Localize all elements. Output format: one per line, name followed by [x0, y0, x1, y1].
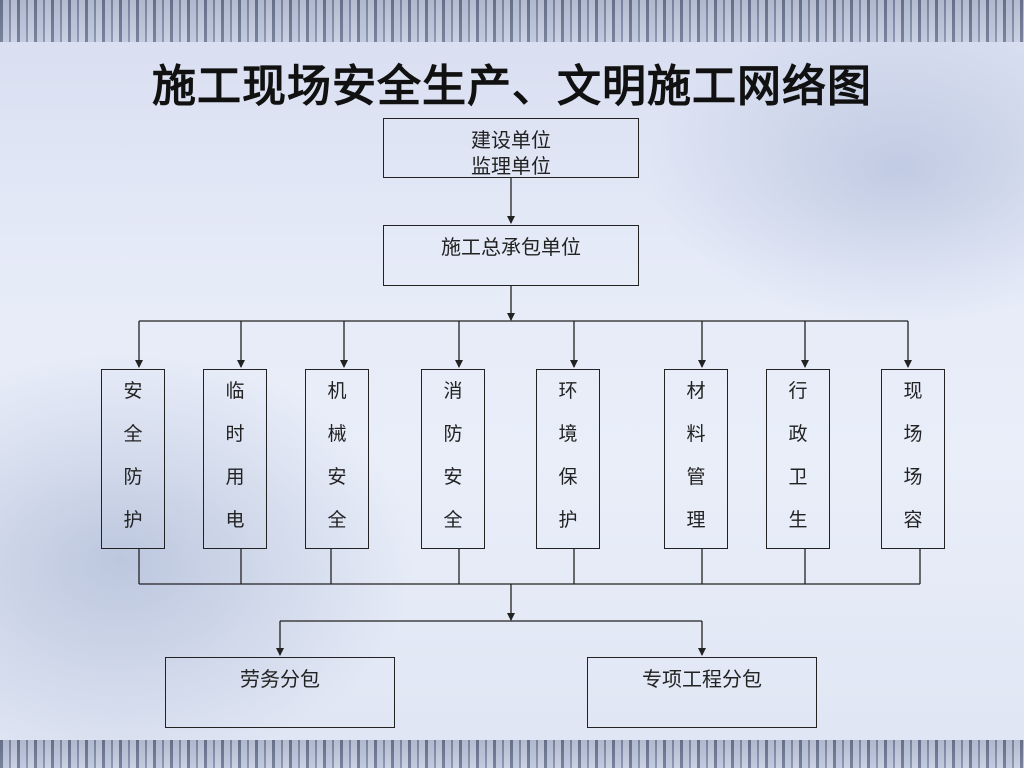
labor-subcontract-label: 劳务分包 — [240, 667, 320, 691]
dept-char: 安 — [123, 380, 143, 402]
bottom-border-decoration — [0, 740, 1024, 768]
page-title: 施工现场安全生产、文明施工网络图 — [152, 61, 872, 112]
dept-char: 电 — [225, 509, 245, 531]
dept-box-environmental-protection: 环 境 保 护 — [536, 369, 600, 549]
dept-char: 机 — [327, 380, 347, 402]
dept-char: 安 — [327, 466, 347, 488]
supervisor-unit-label: 监理单位 — [471, 154, 551, 178]
dept-char: 生 — [788, 509, 808, 531]
dept-char: 现 — [903, 380, 923, 402]
dept-char: 容 — [903, 509, 923, 531]
dept-char: 时 — [225, 423, 245, 445]
dept-box-site-appearance: 现 场 场 容 — [881, 369, 945, 549]
dept-char: 环 — [558, 380, 578, 402]
dept-char: 械 — [327, 423, 347, 445]
dept-char: 消 — [443, 380, 463, 402]
dept-char: 卫 — [788, 466, 808, 488]
dept-char: 全 — [443, 509, 463, 531]
dept-char: 理 — [686, 509, 706, 531]
dept-box-temporary-power: 临 时 用 电 — [203, 369, 267, 549]
dept-box-administrative-hygiene: 行 政 卫 生 — [766, 369, 830, 549]
dept-char: 场 — [903, 466, 923, 488]
dept-char: 境 — [558, 423, 578, 445]
general-contractor-label: 施工总承包单位 — [441, 235, 581, 259]
dept-char: 防 — [123, 466, 143, 488]
dept-char: 保 — [558, 466, 578, 488]
dept-box-safety-protection: 安 全 防 护 — [101, 369, 165, 549]
dept-char: 场 — [903, 423, 923, 445]
special-subcontract-box: 专项工程分包 — [587, 657, 817, 728]
dept-box-machinery-safety: 机 械 安 全 — [305, 369, 369, 549]
dept-char: 全 — [327, 509, 347, 531]
dept-char: 管 — [686, 466, 706, 488]
dept-char: 政 — [788, 423, 808, 445]
general-contractor-box: 施工总承包单位 — [383, 225, 639, 286]
dept-char: 护 — [123, 509, 143, 531]
owner-unit-label: 建设单位 — [471, 128, 551, 152]
owner-supervisor-box: 建设单位 监理单位 — [383, 118, 639, 178]
dept-char: 安 — [443, 466, 463, 488]
dept-char: 护 — [558, 509, 578, 531]
dept-char: 用 — [225, 466, 245, 488]
dept-char: 行 — [788, 380, 808, 402]
dept-char: 防 — [443, 423, 463, 445]
dept-box-fire-safety: 消 防 安 全 — [421, 369, 485, 549]
labor-subcontract-box: 劳务分包 — [165, 657, 395, 728]
dept-box-material-management: 材 料 管 理 — [664, 369, 728, 549]
dept-char: 料 — [686, 423, 706, 445]
special-subcontract-label: 专项工程分包 — [642, 667, 762, 691]
dept-char: 全 — [123, 423, 143, 445]
dept-char: 临 — [225, 380, 245, 402]
dept-char: 材 — [686, 380, 706, 402]
top-border-decoration — [0, 0, 1024, 42]
